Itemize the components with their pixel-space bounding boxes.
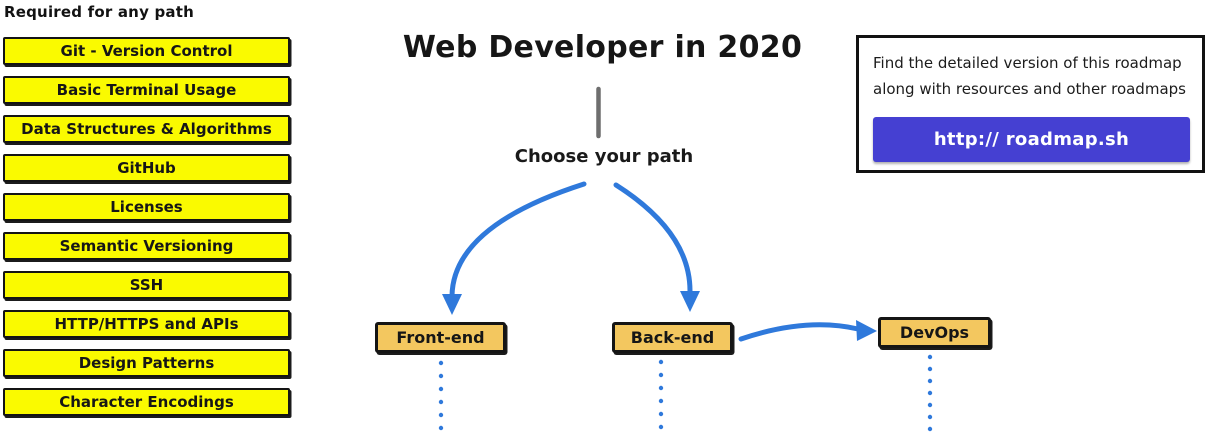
sidebar: Required for any path Git - Version Cont… xyxy=(3,4,290,416)
sidebar-item-data-structures[interactable]: Data Structures & Algorithms xyxy=(3,115,290,143)
arrow-backend-to-devops xyxy=(738,320,877,342)
arrow-to-frontend xyxy=(442,181,587,315)
sidebar-item-character-encodings[interactable]: Character Encodings xyxy=(3,388,290,416)
sidebar-list: Git - Version Control Basic Terminal Usa… xyxy=(3,37,290,416)
sidebar-item-semantic-versioning[interactable]: Semantic Versioning xyxy=(3,232,290,260)
sidebar-item-design-patterns[interactable]: Design Patterns xyxy=(3,349,290,377)
sidebar-item-licenses[interactable]: Licenses xyxy=(3,193,290,221)
sidebar-item-github[interactable]: GitHub xyxy=(3,154,290,182)
info-text-line1: Find the detailed version of this roadma… xyxy=(873,54,1182,72)
info-box: Find the detailed version of this roadma… xyxy=(856,35,1205,173)
sidebar-item-ssh[interactable]: SSH xyxy=(3,271,290,299)
choose-your-path-label: Choose your path xyxy=(514,146,694,167)
arrow-to-backend xyxy=(613,182,700,312)
dotted-continuation-backend xyxy=(658,359,664,430)
roadmap-link-button[interactable]: http:// roadmap.sh xyxy=(873,117,1190,162)
node-frontend[interactable]: Front-end xyxy=(375,322,506,353)
node-devops[interactable]: DevOps xyxy=(878,317,991,348)
page-title: Web Developer in 2020 xyxy=(402,30,803,65)
sidebar-item-git[interactable]: Git - Version Control xyxy=(3,37,290,65)
node-backend[interactable]: Back-end xyxy=(612,322,733,353)
sidebar-item-http-apis[interactable]: HTTP/HTTPS and APIs xyxy=(3,310,290,338)
info-text-line2: along with resources and other roadmaps xyxy=(873,80,1186,98)
dotted-continuation-frontend xyxy=(438,360,444,431)
dotted-continuation-devops xyxy=(927,354,933,432)
sidebar-header: Required for any path xyxy=(4,3,194,21)
sidebar-item-terminal[interactable]: Basic Terminal Usage xyxy=(3,76,290,104)
